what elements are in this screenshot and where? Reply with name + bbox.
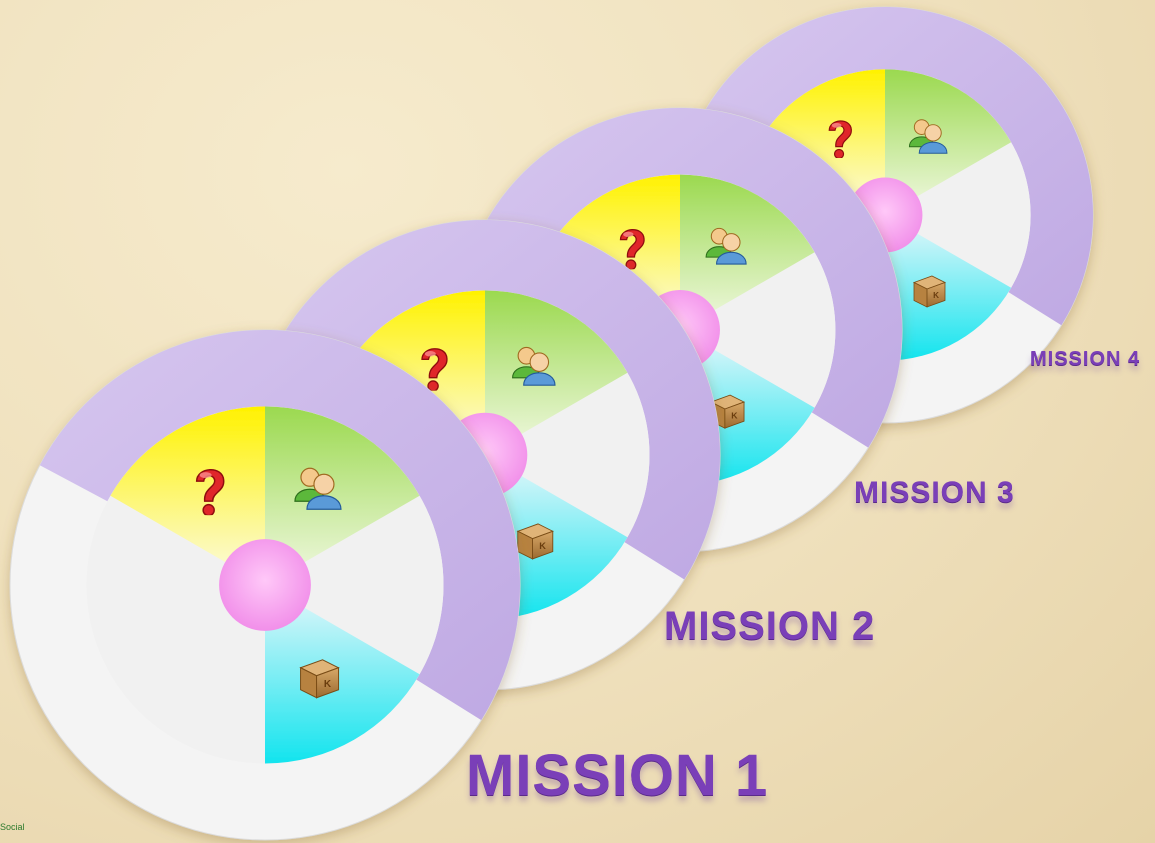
segment-social	[680, 174, 815, 330]
footer-text: Social	[0, 822, 25, 832]
outer-ring-arc	[483, 108, 902, 448]
package-box-icon	[300, 659, 340, 699]
segment-social	[885, 69, 1012, 216]
package-box-icon	[913, 275, 946, 308]
segment-package	[885, 215, 1012, 361]
mission-1-label: MISSION 1	[466, 743, 769, 808]
mission-1-wheel	[9, 329, 521, 841]
center-hub	[219, 539, 311, 631]
mission-2-label: MISSION 2	[664, 604, 876, 648]
outer-ring-arc	[277, 219, 721, 580]
mission-4-label: MISSION 4	[1030, 348, 1141, 370]
segment-question	[758, 69, 885, 216]
segment-social	[265, 406, 420, 585]
mission-3-label: MISSION 3	[854, 476, 1015, 509]
segment-package	[265, 585, 420, 764]
segment-social	[485, 290, 628, 455]
package-box-icon	[517, 523, 554, 560]
outer-ring-arc	[701, 7, 1093, 326]
outer-ring-arc	[39, 330, 520, 721]
segment-question	[110, 406, 266, 585]
segment-package	[485, 455, 628, 620]
